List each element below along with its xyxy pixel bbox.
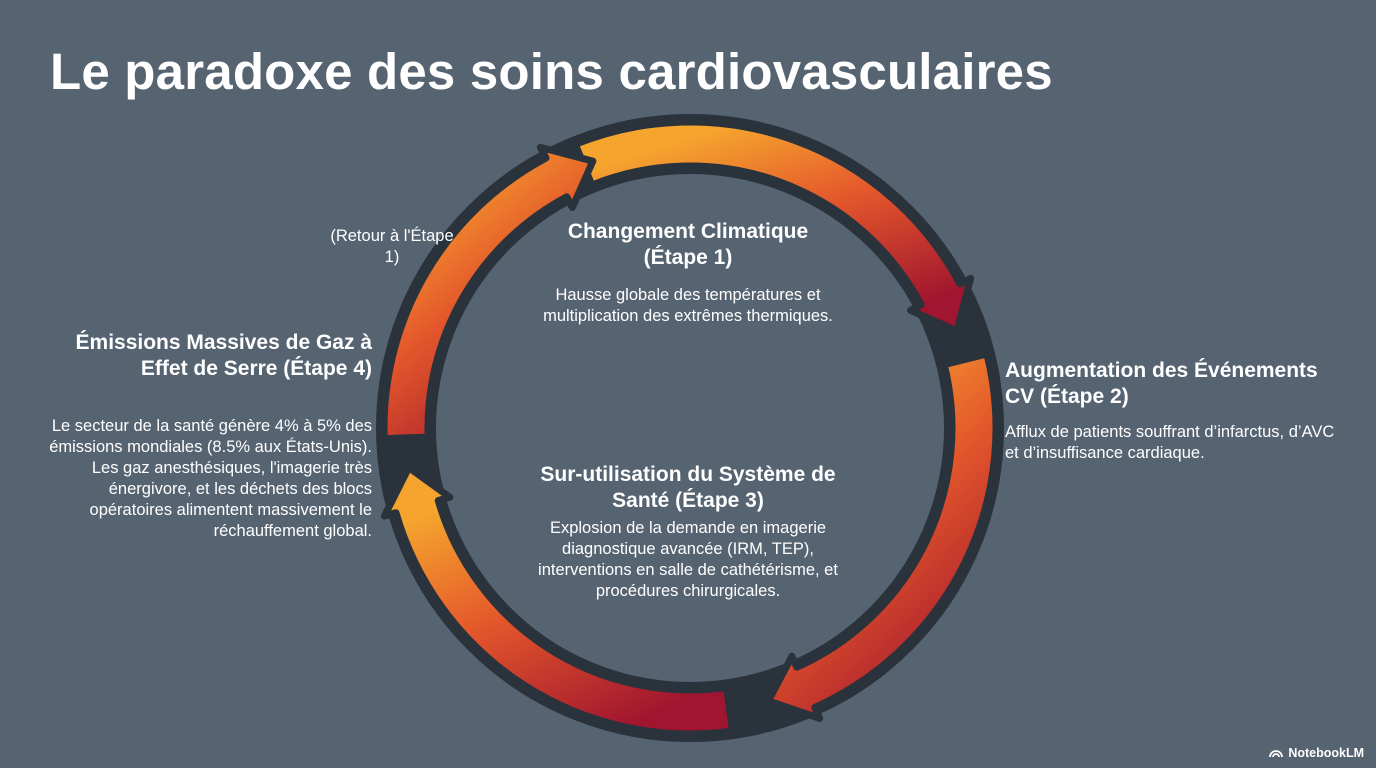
stage-4-description: Le secteur de la santé génère 4% à 5% de… [49,417,372,540]
cycle-arrow-stage-3-to-4 [380,464,737,738]
slide-title: Le paradoxe des soins cardiovasculaires [50,43,1053,100]
stage-2-title: Augmentation des Événements CV (Étape 2) [1005,359,1318,408]
cycle-arrow-stage-2-to-3 [764,350,1000,722]
notebooklm-logo-icon [1269,750,1284,758]
brand-watermark: NotebookLM [1269,746,1364,760]
stage-1-description: Hausse globale des températures et multi… [543,286,833,325]
loop-back-note: (Retour à l'Étape 1) [330,227,454,266]
stage-3-title: Sur-utilisation du Système de Santé (Éta… [540,463,836,512]
cycle-ring [376,114,1004,742]
cycle-arrow-stage-4-to-1 [380,143,597,443]
stage-4-title: Émissions Massives de Gaz à Effet de Ser… [75,331,372,380]
cycle-arrow-stage-1-to-2 [571,118,975,335]
brand-name: NotebookLM [1288,746,1364,760]
stage-2-description: Afflux de patients souffrant d’infarctus… [1005,423,1335,462]
stage-3-description: Explosion de la demande en imagerie diag… [538,519,838,600]
stage-1-title: Changement Climatique (Étape 1) [567,220,809,269]
